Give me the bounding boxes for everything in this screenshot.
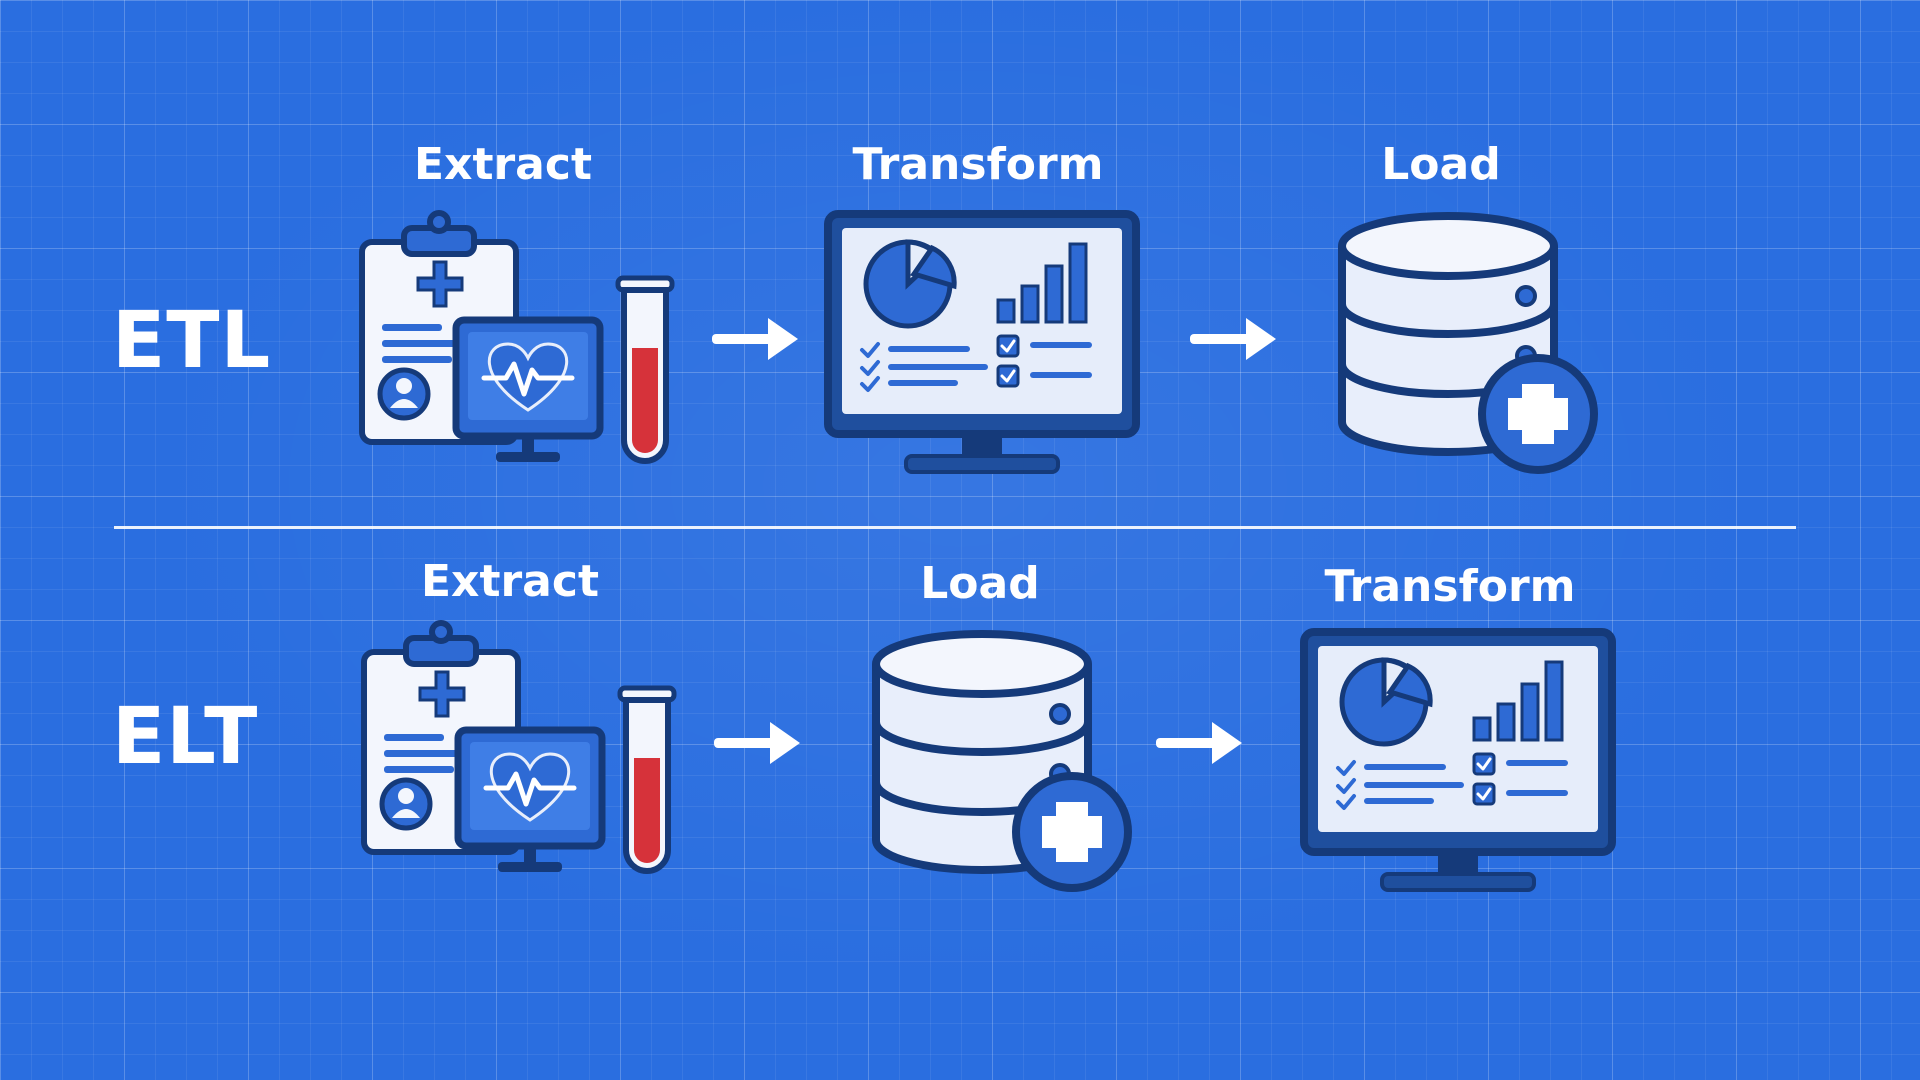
etl-stage-1-label: Extract xyxy=(414,139,592,190)
medical-records-icon xyxy=(356,208,686,478)
etl-row-label: ETL xyxy=(112,296,272,386)
arrow-right-icon xyxy=(1188,314,1278,364)
elt-row-label: ELT xyxy=(112,692,259,782)
health-database-icon xyxy=(1330,208,1600,478)
elt-stage-2-label: Load xyxy=(920,558,1040,609)
arrow-right-icon xyxy=(712,718,802,768)
analytics-monitor-icon xyxy=(822,208,1142,488)
arrow-right-icon xyxy=(710,314,800,364)
health-database-icon xyxy=(864,626,1134,896)
arrow-right-icon xyxy=(1154,718,1244,768)
elt-stage-3-label: Transform xyxy=(1324,561,1576,612)
etl-stage-2-label: Transform xyxy=(852,139,1104,190)
row-divider xyxy=(114,526,1796,529)
elt-stage-1-label: Extract xyxy=(421,556,599,607)
etl-stage-3-label: Load xyxy=(1381,139,1501,190)
analytics-monitor-icon xyxy=(1298,626,1618,906)
medical-records-icon xyxy=(358,618,688,888)
